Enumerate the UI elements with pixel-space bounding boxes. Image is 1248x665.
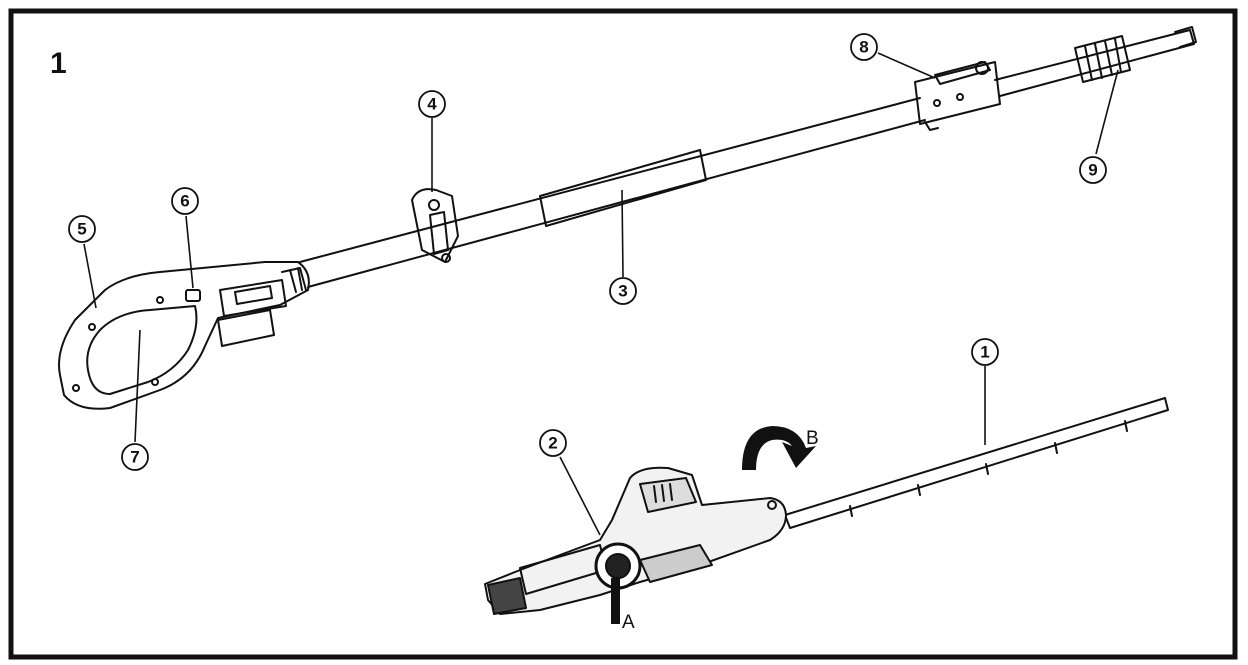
leader-9: [1095, 69, 1119, 155]
quick-clamp: [914, 61, 1001, 125]
letter-b: B: [806, 428, 819, 449]
svg-text:7: 7: [130, 448, 139, 467]
leader-3: [621, 189, 624, 278]
battery-release: [234, 285, 273, 305]
motor-vents: [653, 483, 673, 503]
strap-clip: [411, 188, 459, 263]
pole-tube: [299, 97, 926, 288]
leader-7: [134, 329, 141, 443]
rear-handle: [58, 261, 310, 410]
battery-pack: [217, 309, 275, 347]
clamp-tab: [924, 121, 939, 131]
handle-screw-3: [151, 378, 159, 386]
motor-housing: [484, 466, 787, 615]
pole-grip-sleeve: [539, 149, 707, 227]
pole-extension-tube: [994, 29, 1195, 97]
callout-7: 7: [121, 443, 149, 471]
handle-screw-4: [156, 296, 164, 304]
callout-4: 4: [418, 90, 446, 118]
callout-3: 3: [609, 277, 637, 305]
grip-pad: [639, 544, 713, 583]
leader-6: [185, 215, 194, 289]
clamp-screw-1: [933, 99, 941, 107]
strap-clip-hole: [428, 199, 440, 211]
callout-1: 1: [971, 338, 999, 366]
blade-teeth: [849, 420, 1128, 517]
callout-5: 5: [68, 215, 96, 243]
callout-9: 9: [1079, 156, 1107, 184]
callouts: 1 2 3 4 5 6 7 8: [68, 33, 1107, 471]
pole-end-cap: [1174, 26, 1197, 48]
svg-text:4: 4: [427, 95, 437, 114]
leader-lines: [83, 52, 1119, 536]
locking-collar-ribs: [1084, 38, 1122, 81]
battery-housing: [219, 279, 287, 317]
arrow-a-indicator: [611, 578, 620, 624]
svg-text:3: 3: [618, 282, 627, 301]
rear-cap: [487, 577, 527, 615]
lock-off-button: [185, 289, 201, 302]
svg-text:9: 9: [1088, 161, 1097, 180]
arrow-b-indicator: [742, 426, 816, 470]
blade: [784, 397, 1169, 529]
callout-2: 2: [539, 429, 567, 457]
clamp-screw-2: [956, 93, 964, 101]
locking-collar: [1074, 35, 1131, 83]
callout-6: 6: [171, 187, 199, 215]
leader-5: [83, 243, 97, 309]
svg-text:8: 8: [859, 38, 868, 57]
leader-8: [877, 52, 936, 79]
quick-clamp-knob: [975, 61, 989, 75]
head-bolt: [767, 500, 777, 510]
strap-clip-bracket: [429, 211, 449, 255]
trimmer-head: [484, 397, 1169, 624]
svg-text:6: 6: [180, 192, 189, 211]
handle-screw-2: [72, 384, 80, 392]
svg-text:1: 1: [980, 343, 989, 362]
callout-8: 8: [850, 33, 878, 61]
leader-2: [559, 456, 601, 536]
handle-screw-1: [88, 323, 96, 331]
svg-text:2: 2: [548, 434, 557, 453]
svg-text:5: 5: [77, 220, 86, 239]
quick-clamp-lever: [934, 61, 991, 85]
letter-a: A: [622, 612, 635, 633]
rotation-joint-center: [605, 553, 631, 579]
handle-grip-opening: [86, 305, 198, 395]
diagram-frame: [8, 8, 1238, 660]
pole-assembly: [58, 26, 1197, 410]
strap-clip-bolt: [441, 253, 451, 263]
figure-number: 1: [50, 47, 67, 80]
handle-ribs: [281, 267, 307, 293]
